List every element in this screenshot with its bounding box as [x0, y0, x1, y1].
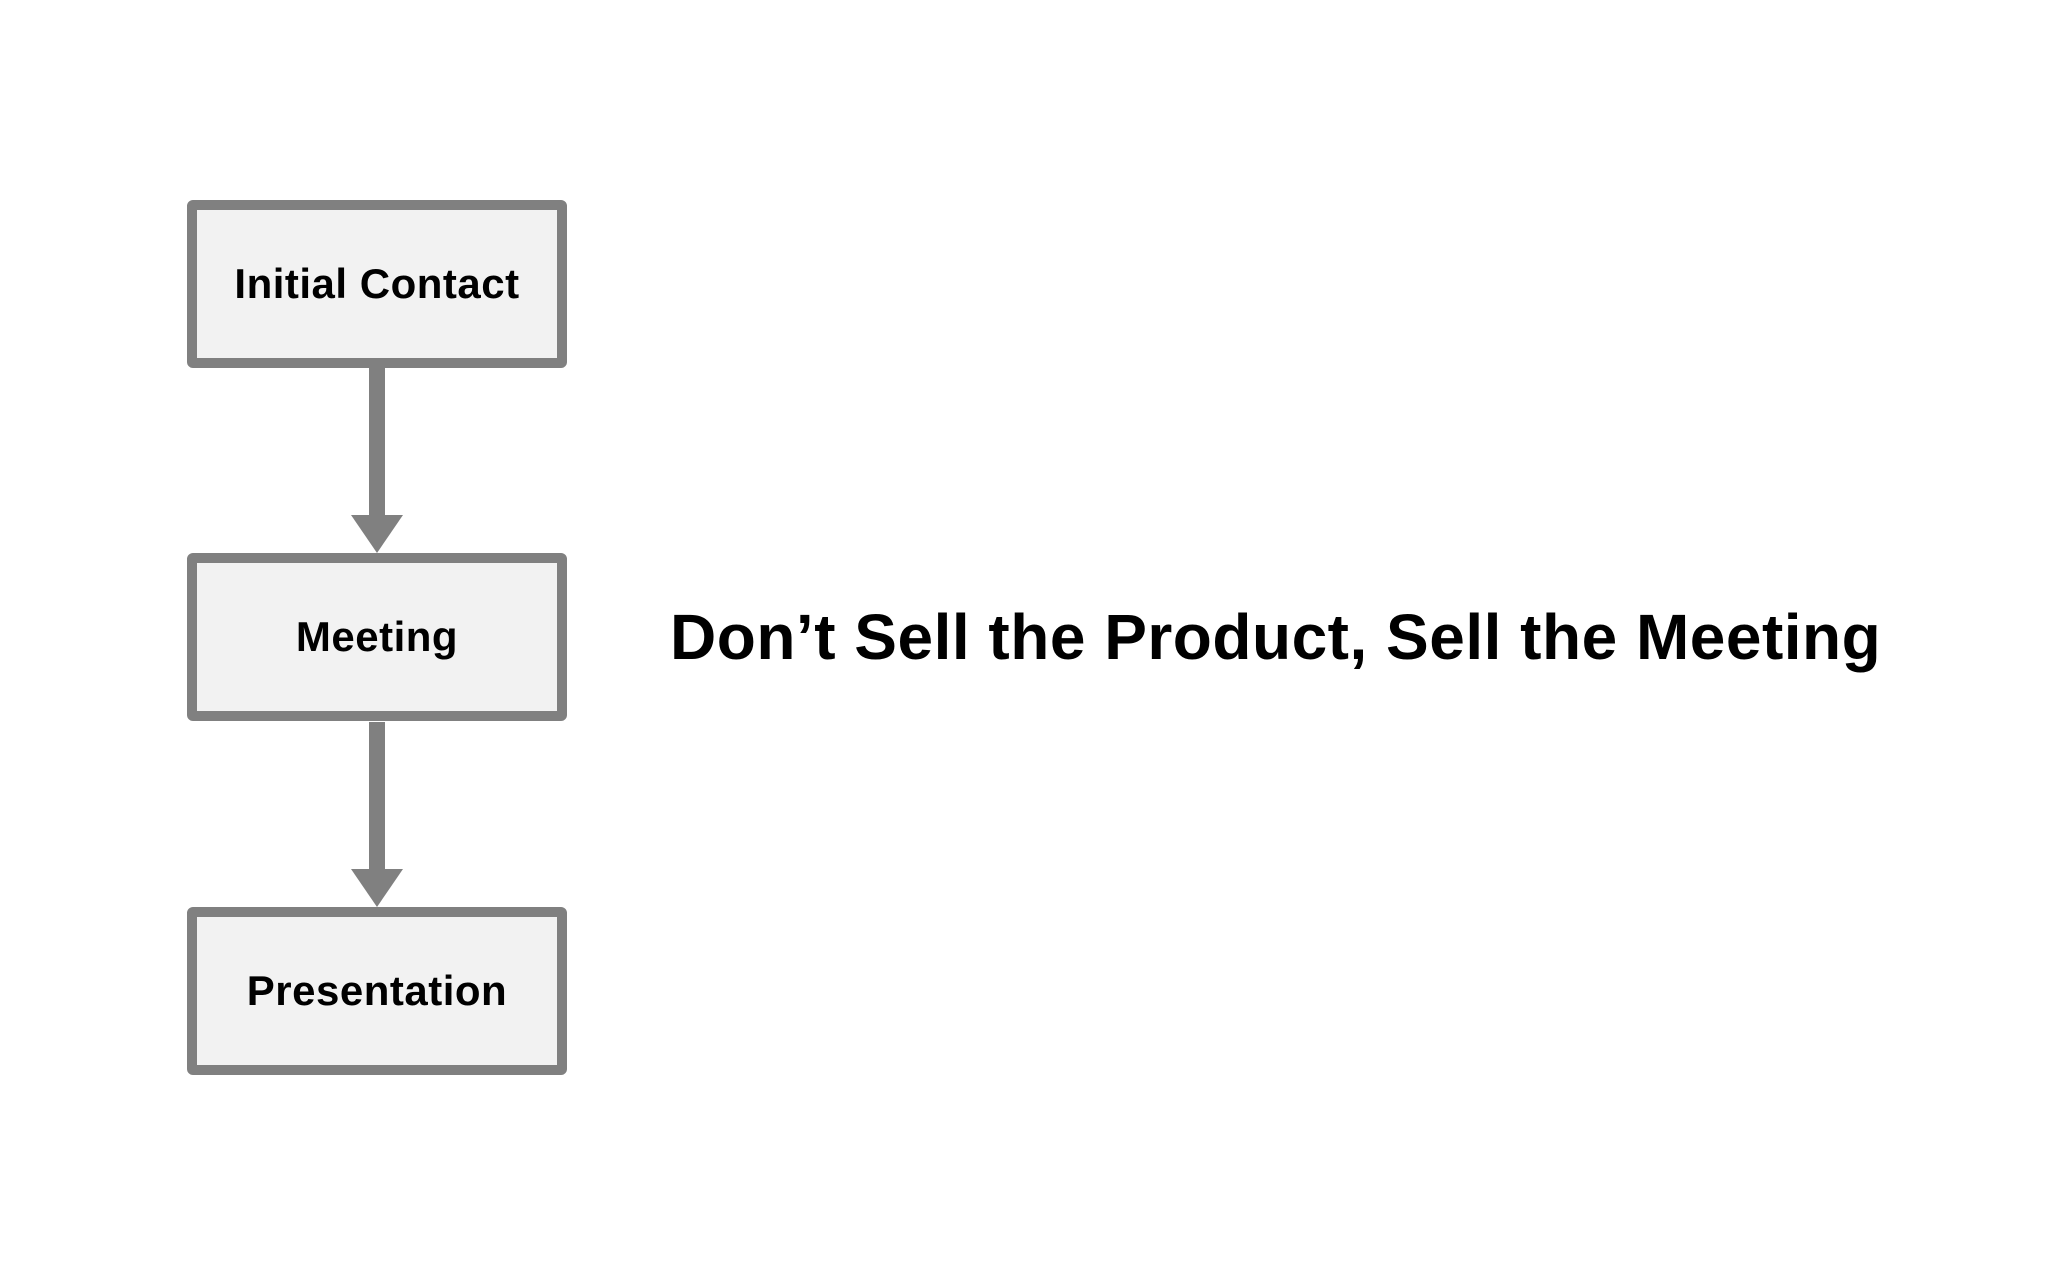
diagram-title: Don’t Sell the Product, Sell the Meeting [670, 601, 1882, 673]
arrow-shaft [369, 722, 385, 872]
arrow-shaft [369, 368, 385, 518]
flow-node-label: Initial Contact [234, 260, 520, 307]
arrow-down-icon [351, 722, 403, 907]
flow-node-presentation: Presentation [187, 907, 567, 1075]
flow-node-meeting: Meeting [187, 553, 567, 721]
arrow-down-icon [351, 368, 403, 553]
flow-node-initial-contact: Initial Contact [187, 200, 567, 368]
arrow-head [351, 869, 403, 907]
arrow-head [351, 515, 403, 553]
flow-node-label: Meeting [295, 613, 459, 660]
flow-node-label: Presentation [246, 967, 508, 1014]
